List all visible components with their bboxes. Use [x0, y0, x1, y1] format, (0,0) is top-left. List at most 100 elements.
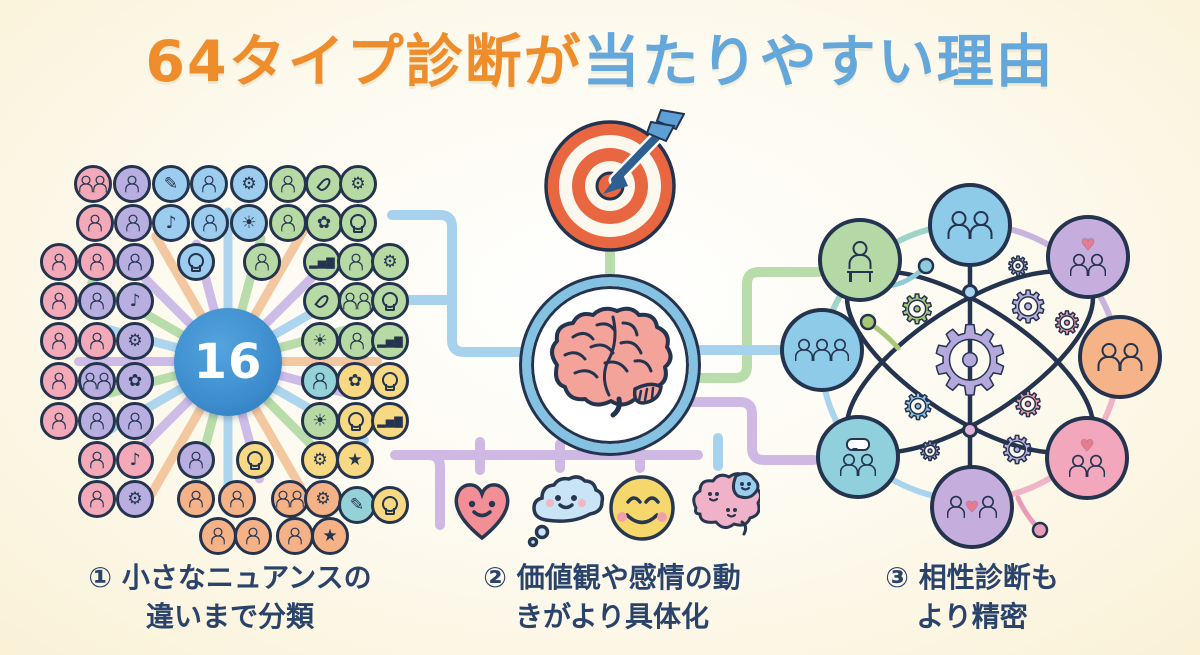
gear-icon: ⚙	[1006, 252, 1031, 282]
type-circle	[76, 204, 114, 242]
caption-2-line1: 価値観や感情の動	[516, 561, 741, 594]
people-icon	[79, 174, 107, 194]
type-circle	[177, 441, 215, 479]
sixteen-type-label: 16	[193, 334, 263, 390]
caption-1: ① 小さなニュアンスの 違いまで分類	[30, 558, 430, 636]
couple-icon	[948, 211, 992, 239]
star-icon: ★	[322, 525, 338, 546]
type-circle: ✿	[336, 362, 374, 400]
person-icon	[351, 333, 363, 350]
chart-icon: ▂▅▇	[377, 334, 403, 348]
gear-icon: ⚙	[1008, 282, 1049, 333]
flower-icon: ✿	[316, 212, 332, 233]
person-icon	[203, 176, 215, 193]
network-node-chat	[816, 415, 900, 499]
network-node-couple	[1078, 315, 1162, 399]
type-circle	[114, 204, 152, 242]
caption-3: ③ 相性診断も より精密	[772, 558, 1172, 636]
type-circle	[234, 517, 272, 555]
gear-icon: ⚙	[901, 387, 935, 428]
person-icon	[126, 176, 138, 193]
person-icon	[350, 254, 362, 271]
type-circle: ✎	[338, 486, 376, 524]
lightbulb-icon	[384, 292, 397, 310]
people-icon	[343, 291, 371, 311]
person-icon	[91, 333, 103, 350]
caption-2-number: ②	[483, 561, 507, 594]
type-circle: ✿	[116, 362, 154, 400]
person-icon	[53, 333, 65, 350]
gear-icon: ⚙	[241, 173, 257, 194]
ray-line	[228, 357, 382, 366]
sun-icon: ☀	[312, 410, 328, 431]
heart-icon: ♥	[965, 497, 979, 516]
music-icon: ♪	[165, 212, 177, 233]
leaf-icon	[315, 175, 333, 193]
target-icon	[544, 108, 685, 252]
gear-icon: ⚙	[918, 437, 943, 467]
type-circle	[40, 322, 78, 360]
type-circle	[74, 165, 112, 203]
type-circle	[339, 204, 377, 242]
type-circle	[113, 165, 151, 203]
type-circle	[276, 517, 314, 555]
person-icon	[190, 452, 202, 469]
lightbulb-icon	[190, 253, 203, 271]
heart-couple-icon: ♥	[1070, 237, 1106, 277]
gear-icon: ⚙	[315, 488, 331, 509]
leaf-icon	[313, 292, 331, 310]
network-node-group	[780, 308, 864, 392]
page-title: 64タイプ診断が当たりやすい理由	[0, 16, 1200, 98]
type-circle	[78, 480, 116, 518]
network-node-desk	[818, 218, 902, 302]
desk-icon	[847, 270, 873, 282]
lightbulb-icon	[384, 372, 397, 390]
sixteen-type-badge: 16	[174, 308, 282, 416]
caption-1-line1: 小さなニュアンスの	[121, 561, 372, 594]
type-circle	[40, 282, 78, 320]
person-icon	[129, 254, 141, 271]
network-node-pair-heart: ♥	[930, 465, 1014, 549]
desk-icon	[847, 241, 873, 282]
title-part-blue: 当たりやすい理由	[582, 29, 1055, 95]
type-circle: ♪	[152, 204, 190, 242]
gear-icon: ⚙	[1052, 304, 1082, 342]
thought-cloud-icon	[527, 475, 605, 548]
gear-icon: ⚙	[312, 449, 328, 470]
speech-bubble-icon	[846, 437, 870, 451]
chart-icon: ▂▅▇	[309, 255, 335, 269]
person-icon	[282, 176, 294, 193]
type-circle	[337, 402, 375, 440]
type-circle: ☀	[301, 322, 339, 360]
caption-2: ② 価値観や感情の動 きがより具体化	[412, 558, 812, 636]
type-circle	[305, 165, 343, 203]
gear-icon: ⚙	[127, 330, 143, 351]
type-circle	[271, 480, 309, 518]
type-circle: ★	[311, 517, 349, 555]
caption-1-line2: 違いまで分類	[145, 600, 314, 634]
brain-circle	[522, 277, 698, 453]
person-icon	[91, 452, 103, 469]
type-circle	[199, 517, 237, 555]
type-circle	[78, 362, 116, 400]
gear-icon: ⚙	[1012, 385, 1044, 425]
couple-icon	[1098, 343, 1142, 371]
chat-icon	[840, 437, 876, 477]
person-icon	[91, 254, 103, 271]
type-circle: ⚙	[339, 165, 377, 203]
chart-icon: ▂▅▇	[377, 414, 403, 428]
type-circle	[78, 322, 116, 360]
network-node-heart-couple: ♥	[1046, 215, 1130, 299]
type-circle: ▂▅▇	[371, 402, 409, 440]
pair-heart-icon: ♥	[947, 495, 996, 519]
emotion-icons	[454, 472, 760, 548]
brain-face-icon	[692, 472, 760, 536]
type-circle: ✎	[152, 165, 190, 203]
pencil-icon: ✎	[163, 173, 179, 194]
heart-icon: ♥	[1079, 436, 1095, 455]
person-icon	[282, 215, 294, 232]
type-circle: ☀	[230, 204, 268, 242]
people-icon	[276, 489, 304, 509]
person-icon	[53, 413, 65, 430]
